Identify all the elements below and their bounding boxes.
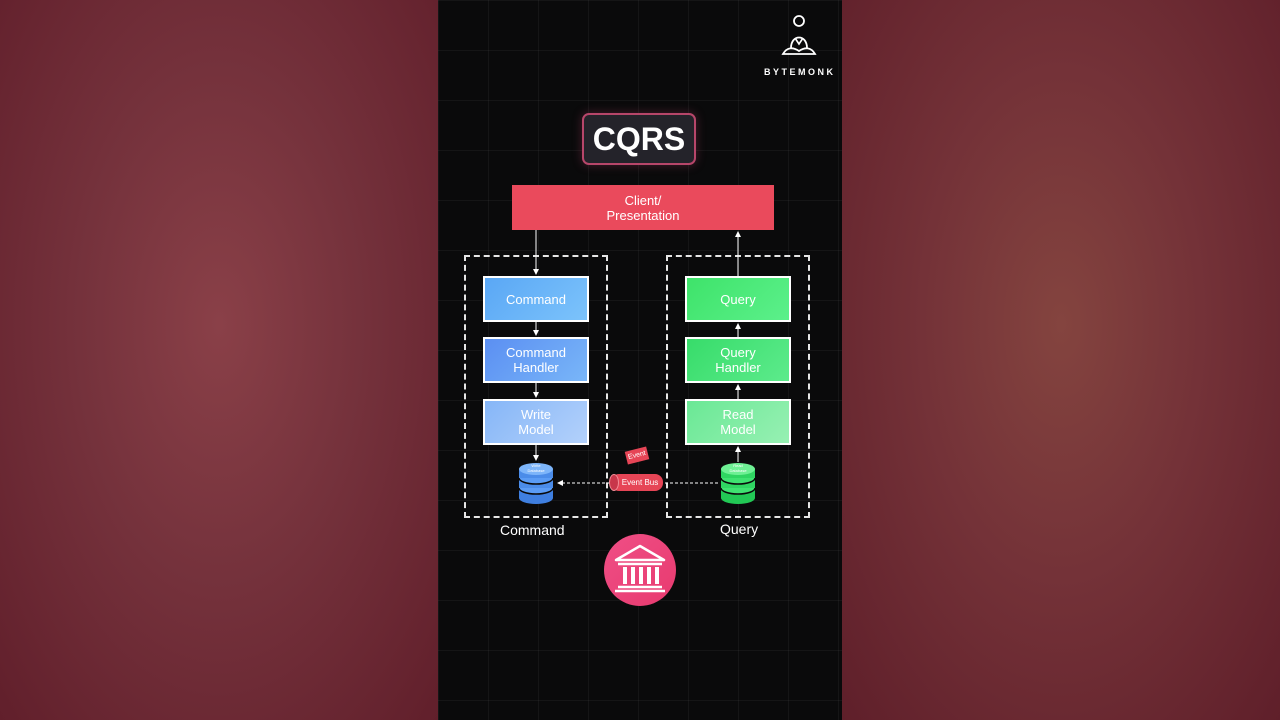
connector-arrows xyxy=(533,230,741,486)
write-db-label: Write Database xyxy=(527,463,545,473)
command-box: Command xyxy=(483,276,589,322)
event-bus-label: Event Bus xyxy=(621,478,659,487)
write-model-box: Write Model xyxy=(483,399,589,445)
client-label: Client/ Presentation xyxy=(606,192,680,223)
diagram-title: CQRS xyxy=(582,113,696,165)
database-icon xyxy=(720,463,756,504)
blurred-background-left xyxy=(0,0,438,720)
command-group-label: Command xyxy=(500,522,565,538)
event-bus: Event Bus xyxy=(611,474,663,491)
bank-badge xyxy=(604,534,676,606)
read-db-label: Read Database xyxy=(729,463,747,473)
bank-icon xyxy=(614,544,666,593)
monk-icon xyxy=(781,15,817,55)
brand-logo: BYTEMONK xyxy=(764,14,834,77)
query-group-label: Query xyxy=(720,521,759,537)
client-presentation-box: Client/ Presentation xyxy=(512,185,774,230)
event-bus-cap xyxy=(609,474,619,491)
diagram-panel: BYTEMONK CQRS Client/ Presentation Comma… xyxy=(438,0,842,720)
brand-name: BYTEMONK xyxy=(764,67,836,77)
read-model-box: Read Model xyxy=(685,399,791,445)
query-handler-box: Query Handler xyxy=(685,337,791,383)
query-box: Query xyxy=(685,276,791,322)
command-handler-box: Command Handler xyxy=(483,337,589,383)
blurred-background-right xyxy=(842,0,1280,720)
database-icon xyxy=(518,463,554,504)
